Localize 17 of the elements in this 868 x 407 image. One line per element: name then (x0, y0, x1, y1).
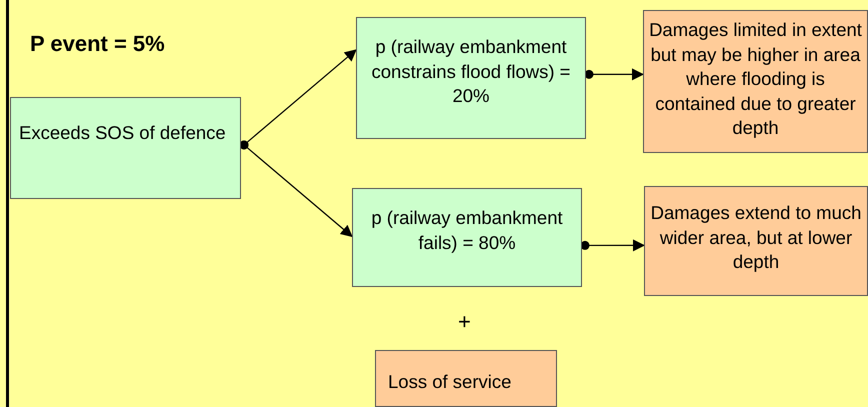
node-text: Loss of service (388, 370, 512, 394)
process-box (352, 188, 582, 287)
process-box (356, 17, 586, 139)
diagram-title: P event = 5% (30, 31, 165, 57)
arrow (580, 239, 645, 252)
node-text: Damages limited in extent but may be higher in area where flooding is contained due to greater depth (648, 18, 863, 140)
process-box (10, 97, 241, 199)
process-box (644, 186, 868, 296)
node-text: p (railway embankment fails) = 80% (370, 206, 564, 255)
arrow (584, 68, 644, 80)
plus-sign: + (458, 309, 471, 335)
process-box (643, 10, 868, 153)
node-text: Exceeds SOS of defence (19, 121, 227, 145)
node-text: Damages extend to much wider area, but at lower depth (650, 201, 862, 274)
arrow (240, 140, 353, 238)
node-text: p (railway embankment constrains flood flows) = 20% (370, 35, 572, 108)
process-box (375, 350, 557, 407)
